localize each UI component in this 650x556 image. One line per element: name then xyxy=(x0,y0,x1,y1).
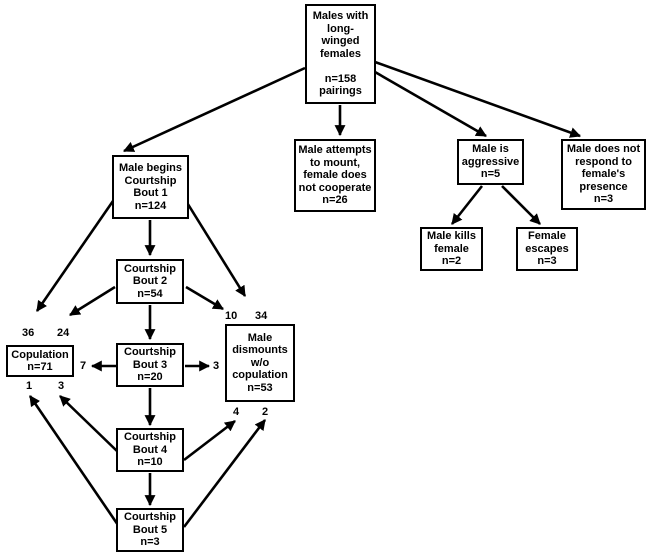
count-b4-to-dismount: 4 xyxy=(233,406,240,418)
dismounts-label: Male dismounts w/o copulation n=53 xyxy=(232,331,288,394)
attempts-mount-node: Male attempts to mount, female does not … xyxy=(294,139,376,212)
courtship-bout-4-node: Courtship Bout 4 n=10 xyxy=(116,428,184,472)
aggressive-node: Male is aggressive n=5 xyxy=(457,139,524,185)
female-escapes-label: Female escapes n=3 xyxy=(525,230,569,268)
arrow-bout4-to-copulation xyxy=(59,395,119,453)
courtship-bout-1-label: Male begins Courtship Bout 1 n=124 xyxy=(119,162,182,212)
arrow-root-to-no-response xyxy=(374,60,582,138)
count-b3-to-dismount: 3 xyxy=(213,360,220,372)
copulation-label: Copulation n=71 xyxy=(11,348,69,374)
arrow-bout1-to-copulation xyxy=(35,200,115,312)
female-escapes-node: Female escapes n=3 xyxy=(516,227,578,271)
courtship-bout-3-label: Courtship Bout 3 n=20 xyxy=(124,346,176,384)
arrow-bout5-to-copulation xyxy=(28,395,120,526)
attempts-mount-label: Male attempts to mount, female does not … xyxy=(298,144,372,207)
kills-female-label: Male kills female n=2 xyxy=(427,230,476,268)
courtship-bout-5-label: Courtship Bout 5 n=3 xyxy=(124,511,176,549)
arrow-aggressive-to-escapes xyxy=(501,185,541,225)
count-b4-to-copulation: 3 xyxy=(58,380,65,392)
no-response-node: Male does not respond to female's presen… xyxy=(561,139,646,210)
courtship-bout-5-node: Courtship Bout 5 n=3 xyxy=(116,508,184,552)
root-node: Males with long- winged females n=158 pa… xyxy=(305,4,376,104)
count-b2-to-copulation: 24 xyxy=(57,327,70,339)
arrow-bout4-to-dismount xyxy=(183,419,236,462)
arrow-bout1-to-dismount xyxy=(184,200,247,297)
count-b3-to-copulation: 7 xyxy=(80,360,87,372)
arrow-root-to-bout1 xyxy=(123,66,306,153)
courtship-bout-3-node: Courtship Bout 3 n=20 xyxy=(116,343,184,387)
aggressive-label: Male is aggressive n=5 xyxy=(461,143,520,181)
root-node-label: Males with long- winged females n=158 pa… xyxy=(312,10,369,98)
arrow-root-to-aggressive xyxy=(374,70,487,138)
courtship-bout-2-label: Courtship Bout 2 n=54 xyxy=(124,262,176,300)
count-b2-to-dismount: 10 xyxy=(225,310,238,322)
no-response-label: Male does not respond to female's presen… xyxy=(566,143,641,206)
arrow-aggressive-to-kills xyxy=(450,185,484,225)
count-b1-to-copulation: 36 xyxy=(22,327,35,339)
arrow-bout5-to-dismount xyxy=(182,419,267,528)
arrow-bout2-to-copulation xyxy=(69,285,116,317)
copulation-node: Copulation n=71 xyxy=(6,345,74,377)
courtship-bout-1-node: Male begins Courtship Bout 1 n=124 xyxy=(112,155,189,219)
dismounts-node: Male dismounts w/o copulation n=53 xyxy=(225,324,295,402)
courtship-bout-4-label: Courtship Bout 4 n=10 xyxy=(124,431,176,469)
arrow-bout2-to-dismount xyxy=(185,285,224,311)
count-b5-to-copulation: 1 xyxy=(26,380,33,392)
kills-female-node: Male kills female n=2 xyxy=(420,227,483,271)
courtship-bout-2-node: Courtship Bout 2 n=54 xyxy=(116,259,184,304)
count-b5-to-dismount: 2 xyxy=(262,406,269,418)
count-b1-to-dismount: 34 xyxy=(255,310,268,322)
